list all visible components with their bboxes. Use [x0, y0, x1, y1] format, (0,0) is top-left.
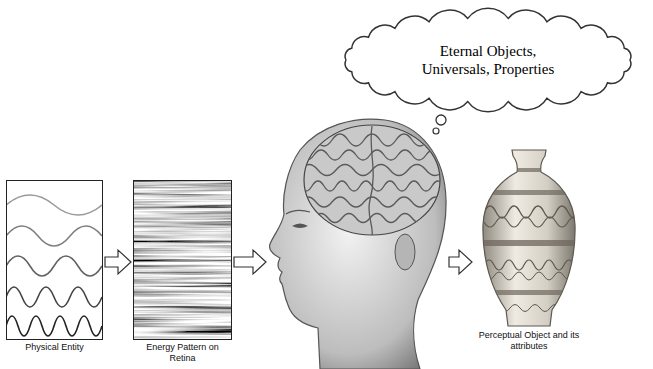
fissure	[369, 126, 373, 236]
block-arrow	[105, 250, 131, 274]
wave	[7, 226, 102, 246]
vase-figure: Perceptual Object and its attributes	[474, 148, 584, 352]
brow	[286, 210, 310, 214]
sine-waves	[7, 195, 102, 336]
leaf-pattern	[490, 305, 560, 312]
thought-cloud: Eternal Objects, Universals, Properties	[330, 3, 646, 117]
energy-pattern	[134, 181, 231, 339]
cloud-outline	[330, 3, 646, 117]
fold	[300, 134, 444, 146]
block-arrow	[449, 250, 472, 274]
leaf-pattern	[484, 260, 574, 270]
image-frame: Physical Entity	[6, 180, 103, 353]
fold	[300, 197, 444, 207]
figure-caption: Energy Pattern on Retina	[133, 340, 232, 364]
wave	[7, 195, 102, 215]
leaf-pattern	[484, 217, 580, 227]
wave	[7, 287, 102, 307]
head-profile	[270, 119, 446, 369]
eye	[292, 224, 308, 229]
wave	[7, 256, 102, 276]
figure-caption: Perceptual Object and its attributes	[474, 328, 584, 352]
brain	[286, 125, 444, 270]
leaf-pattern	[484, 272, 574, 280]
ear	[395, 234, 415, 270]
band	[480, 190, 580, 195]
brain-folds	[300, 126, 444, 236]
image-frame: Energy Pattern on Retina	[133, 180, 232, 364]
band	[480, 240, 580, 246]
thought-text: Eternal Objects, Universals, Properties	[408, 42, 568, 78]
brain-outline	[304, 125, 440, 235]
thought-dot	[433, 128, 439, 134]
cloud-shape	[345, 8, 631, 112]
figure-caption: Physical Entity	[6, 340, 103, 353]
frame-border	[133, 180, 232, 340]
fold	[300, 150, 440, 160]
leaf-pattern	[484, 206, 580, 218]
wave	[7, 316, 102, 336]
vase	[483, 150, 575, 326]
fold	[300, 165, 444, 176]
vase-decoration	[480, 168, 580, 312]
head-figure	[268, 118, 447, 369]
thought-dot	[436, 115, 446, 125]
frame-border	[6, 180, 103, 340]
block-arrow	[234, 250, 266, 274]
band	[480, 168, 580, 172]
band	[480, 290, 580, 295]
